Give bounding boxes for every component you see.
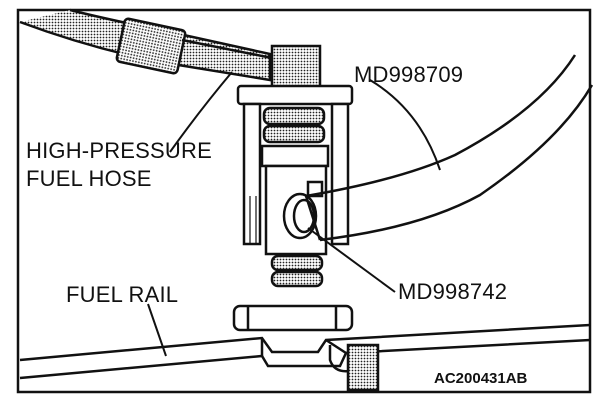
- upper-adapter-shape: [236, 44, 354, 246]
- label-fuel-hose-line2: FUEL HOSE: [26, 166, 152, 191]
- label-high-pressure-line1: HIGH-PRESSURE: [26, 138, 212, 163]
- fuel-rail-shape: [19, 323, 591, 380]
- leader-lines: [147, 71, 441, 357]
- leader-md998742: [307, 227, 396, 293]
- label-fuel-rail: FUEL RAIL: [66, 282, 179, 307]
- label-md998709: MD998709: [354, 62, 464, 87]
- leader-fuel-rail: [147, 303, 167, 357]
- md998709-hose-shape: [304, 54, 594, 242]
- figure-code: AC200431AB: [434, 370, 528, 387]
- leader-md998709: [369, 79, 441, 171]
- lower-adapter-shape: [264, 164, 328, 288]
- leader-hose: [169, 71, 233, 153]
- high-pressure-fuel-hose-shape: [19, 8, 273, 82]
- frame-border: [16, 8, 592, 394]
- label-md998742: MD998742: [398, 279, 508, 304]
- rail-connector-shape: [232, 304, 380, 392]
